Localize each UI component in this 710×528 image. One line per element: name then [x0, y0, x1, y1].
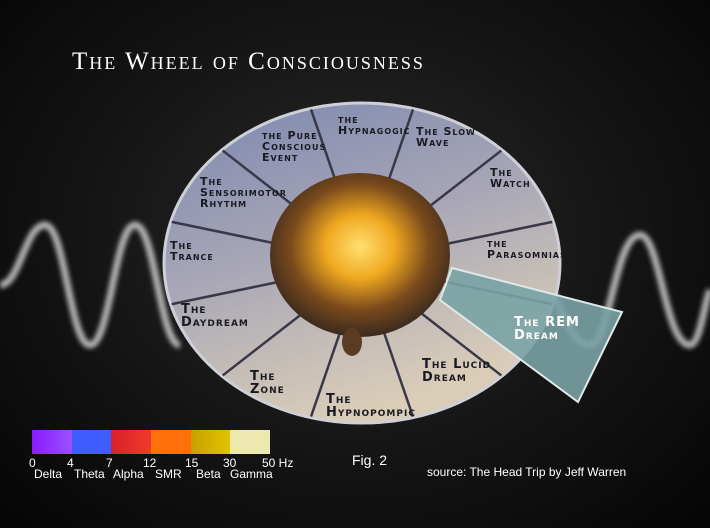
legend-tick: 15 — [185, 456, 199, 470]
segment-label-daydream: The Daydream — [181, 302, 249, 330]
legend-tick: 7 — [106, 456, 113, 470]
figure-label: Fig. 2 — [352, 452, 388, 468]
legend-band-label: Delta — [34, 467, 63, 481]
legend-swatch-delta — [32, 430, 72, 454]
legend-swatch-theta — [71, 430, 112, 454]
legend-swatch-smr — [151, 430, 191, 454]
legend-swatch-gamma — [230, 430, 271, 454]
segment-label-rem-dream: The REM Dream — [514, 315, 580, 343]
diagram-title: The Wheel of Consciousness — [72, 48, 425, 75]
legend-band-label: SMR — [155, 467, 182, 481]
wheel-spoke — [171, 220, 285, 247]
brain-stem — [342, 328, 362, 356]
legend-band-label: Alpha — [113, 467, 144, 481]
wheel-spoke — [171, 279, 285, 306]
wheel-spoke — [221, 310, 307, 377]
wheel-spoke — [439, 220, 553, 247]
segment-label-slow-wave: The Slow Wave — [416, 125, 476, 149]
legend-tick: 12 — [143, 456, 157, 470]
legend-swatch-beta — [190, 430, 231, 454]
segment-label-trance: The Trance — [170, 239, 214, 263]
segment-label-hypnopompic: The Hypnopompic — [326, 392, 416, 420]
segment-label-watch: The Watch — [490, 166, 531, 190]
wheel-spoke — [417, 149, 503, 216]
legend-band-label: Gamma — [230, 467, 273, 481]
segment-label-zone: The Zone — [250, 369, 285, 397]
rem-dream-highlight-segment — [438, 266, 624, 404]
wheel-spoke — [417, 310, 503, 377]
legend-tick: 30 — [223, 456, 237, 470]
legend-tick: 50 Hz — [262, 456, 294, 470]
source-credit: source: The Head Trip by Jeff Warren — [427, 465, 627, 479]
legend-band-label: Beta — [196, 467, 221, 481]
legend-band-label: Theta — [74, 467, 105, 481]
segment-label-pure-conscious-event: the Pure Conscious Event — [262, 129, 327, 164]
wheel-spoke — [381, 328, 415, 417]
legend-tick: 4 — [67, 456, 74, 470]
segment-label-hypnagogic: the Hypnagogic — [338, 113, 411, 137]
legend-tick: 0 — [29, 456, 36, 470]
segment-label-lucid-dream: The Lucid Dream — [422, 357, 492, 385]
frequency-legend-bar — [32, 430, 271, 454]
segment-label-parasomnias: the Parasomnias — [487, 237, 567, 261]
legend-swatch-alpha — [111, 430, 152, 454]
segment-label-sensorimotor-rhythm: The Sensorimotor Rhythm — [200, 175, 287, 210]
brain-image — [270, 173, 450, 337]
wheel-spoke — [309, 328, 343, 417]
